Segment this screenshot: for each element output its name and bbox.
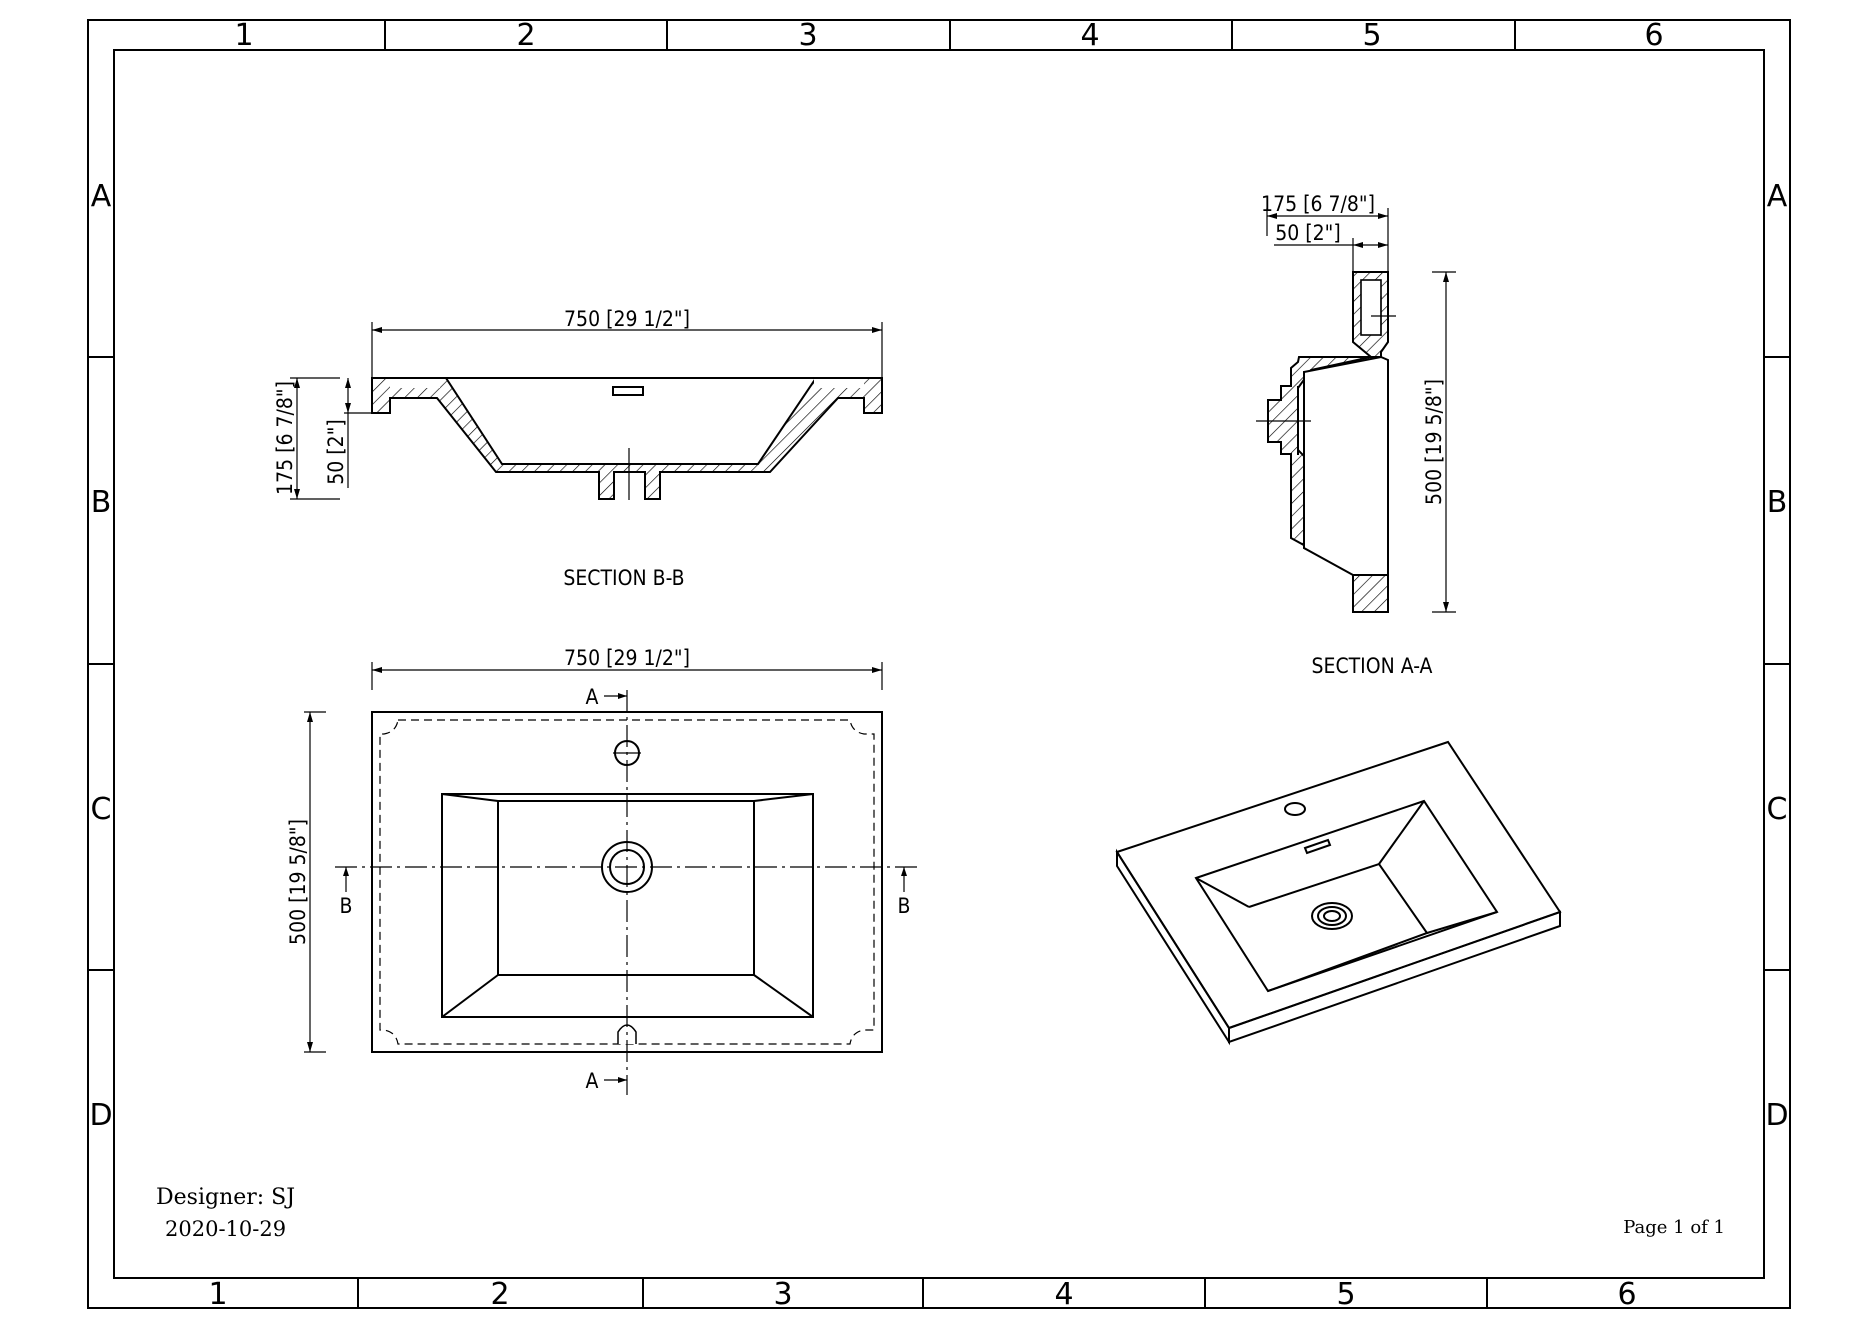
zone-col-1: 1: [234, 18, 253, 53]
designer-label: Designer: SJ: [156, 1185, 295, 1210]
plan-width-dimension: 750 [29 1/2"]: [564, 646, 690, 670]
zone-col-5: 5: [1362, 18, 1381, 53]
plan-cut-b-left-label: B: [340, 894, 353, 918]
section-bb-view: 750 [29 1/2"] 175 [6 7/8"] 50 [2"] SECTI…: [273, 307, 883, 590]
zone-col-1-bottom: 1: [208, 1277, 227, 1312]
zone-col-3-bottom: 3: [773, 1277, 792, 1312]
section-aa-view: 175 [6 7/8"] 50 [2"] 500 [19 5/8"] SECTI…: [1256, 192, 1456, 678]
zone-col-3: 3: [798, 18, 817, 53]
section-aa-total-depth-dimension: 175 [6 7/8"]: [1261, 192, 1375, 216]
zone-row-d: D: [89, 1098, 112, 1133]
section-bb-total-height-dimension: 175 [6 7/8"]: [273, 381, 297, 495]
zone-row-d-right: D: [1765, 1098, 1788, 1133]
drawing-border: [87, 19, 1791, 1309]
zone-labels-left: A B C D: [89, 179, 112, 1133]
zone-row-a: A: [91, 179, 112, 214]
zone-col-2-bottom: 2: [490, 1277, 509, 1312]
plan-depth-dimension: 500 [19 5/8"]: [286, 819, 310, 945]
zone-col-4: 4: [1080, 18, 1099, 53]
zone-labels-bottom: 1 2 3 4 5 6: [208, 1277, 1636, 1312]
zone-col-4-bottom: 4: [1054, 1277, 1073, 1312]
zone-col-5-bottom: 5: [1336, 1277, 1355, 1312]
zone-col-2: 2: [516, 18, 535, 53]
zone-row-a-right: A: [1767, 179, 1788, 214]
plan-cut-a-bottom-label: A: [586, 1069, 599, 1093]
zone-labels-right: A B C D: [1765, 179, 1788, 1133]
zone-row-b-right: B: [1767, 485, 1788, 520]
section-aa-deck-depth-dimension: 50 [2"]: [1275, 221, 1340, 245]
plan-cut-b-right-label: B: [898, 894, 911, 918]
section-aa-length-dimension: 500 [19 5/8"]: [1422, 379, 1446, 505]
page-number: Page 1 of 1: [1623, 1217, 1725, 1238]
zone-row-c-right: C: [1767, 792, 1788, 827]
isometric-view: [1115, 740, 1562, 1046]
plan-view: A A B B 750 [29 1/2"] 500 [19 5/8"]: [286, 646, 918, 1095]
zone-labels-top: 1 2 3 4 5 6: [234, 18, 1663, 53]
zone-row-c: C: [91, 792, 112, 827]
section-bb-title: SECTION B-B: [563, 566, 684, 590]
zone-col-6-bottom: 6: [1617, 1277, 1636, 1312]
section-bb-deck-height-dimension: 50 [2"]: [324, 419, 348, 484]
zone-row-b: B: [91, 485, 112, 520]
zone-col-6: 6: [1644, 18, 1663, 53]
section-aa-title: SECTION A-A: [1312, 654, 1433, 678]
title-block: Designer: SJ 2020-10-29 Page 1 of 1: [156, 1185, 1725, 1241]
drawing-date: 2020-10-29: [165, 1217, 286, 1241]
plan-cut-a-top-label: A: [586, 685, 599, 709]
section-bb-width-dimension: 750 [29 1/2"]: [564, 307, 690, 331]
